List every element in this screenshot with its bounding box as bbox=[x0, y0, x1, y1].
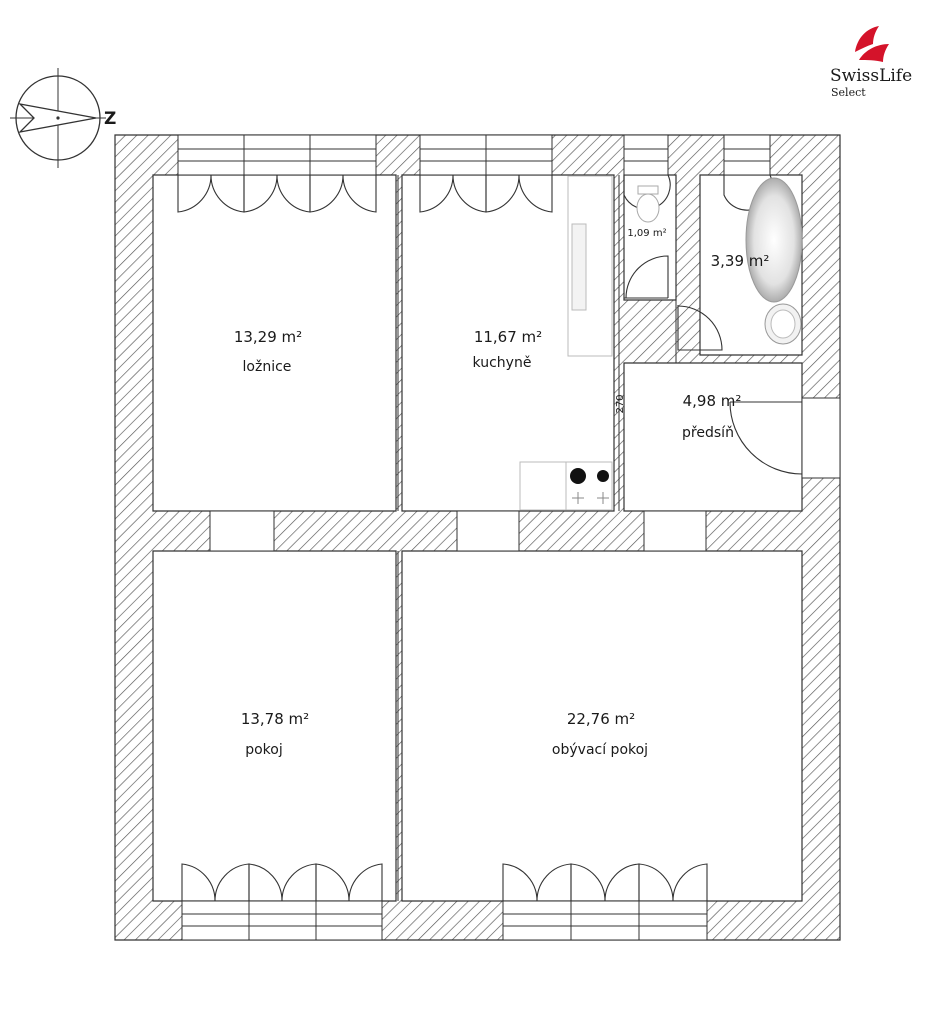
room-wc: 1,09 m² bbox=[627, 228, 666, 239]
room-predsin: 4,98 m² předsíň bbox=[682, 392, 741, 441]
partition-lines bbox=[397, 175, 802, 901]
brand-subtitle: Select bbox=[831, 86, 866, 99]
dimension-label: 270 bbox=[615, 394, 626, 413]
room-name: pokoj bbox=[245, 742, 283, 758]
compass-north-letter: Z bbox=[104, 109, 116, 129]
window-sashes bbox=[177, 174, 773, 902]
interior-doors bbox=[624, 255, 803, 475]
room-pokoj: 13,78 m² pokoj bbox=[241, 710, 309, 758]
room-name: předsíň bbox=[682, 425, 734, 441]
stove bbox=[570, 468, 609, 504]
brand-logo: SwissLife Select bbox=[830, 26, 912, 99]
wall-openings bbox=[177, 134, 841, 941]
compass: Z bbox=[10, 68, 116, 168]
room-name: ložnice bbox=[243, 359, 292, 375]
room-koupelna: 3,39 m² bbox=[711, 252, 770, 270]
toilet bbox=[636, 185, 660, 223]
room-obyvaci: 22,76 m² obývací pokoj bbox=[552, 710, 648, 758]
swisslife-logo-icon bbox=[855, 26, 894, 62]
room-area: 22,76 m² bbox=[567, 710, 635, 728]
burner-2 bbox=[597, 470, 609, 482]
room-area: 1,09 m² bbox=[627, 228, 666, 239]
room-area: 4,98 m² bbox=[683, 392, 742, 410]
room-area: 3,39 m² bbox=[711, 252, 770, 270]
burner-1 bbox=[570, 468, 586, 484]
room-area: 13,29 m² bbox=[234, 328, 302, 346]
bathtub bbox=[745, 177, 803, 303]
room-kuchyne: 11,67 m² kuchyně bbox=[473, 328, 543, 371]
kitchen-counter bbox=[519, 175, 613, 511]
room-name: kuchyně bbox=[473, 355, 532, 371]
room-loznice: 13,29 m² ložnice bbox=[234, 328, 302, 375]
window-frames bbox=[178, 135, 770, 940]
room-name: obývací pokoj bbox=[552, 742, 648, 758]
room-area: 13,78 m² bbox=[241, 710, 309, 728]
brand-name: SwissLife bbox=[830, 66, 912, 86]
washbasin bbox=[764, 303, 802, 345]
room-area: 11,67 m² bbox=[474, 328, 542, 346]
